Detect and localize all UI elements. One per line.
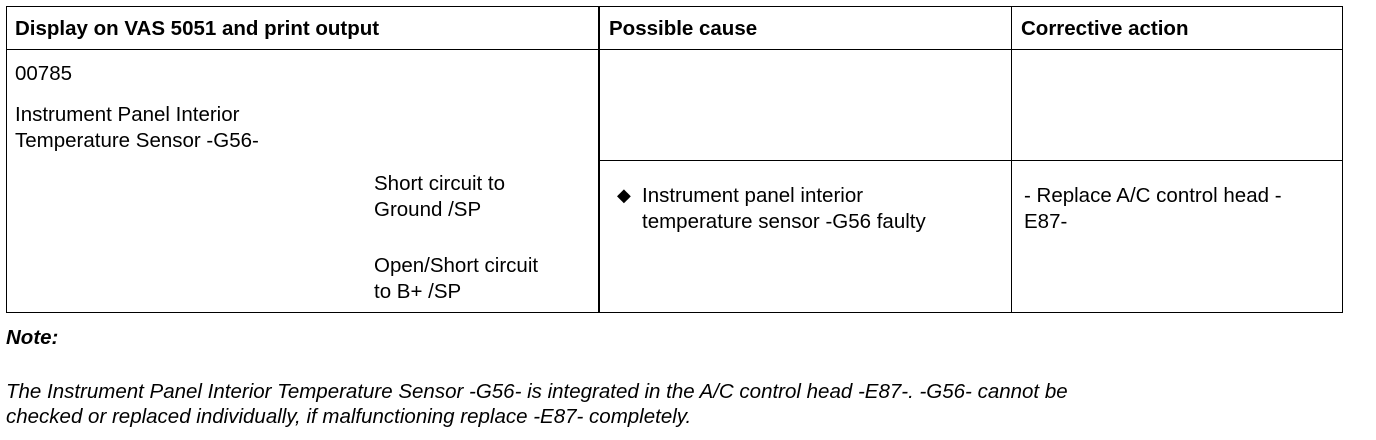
component-name-line2: Temperature Sensor -G56- (15, 129, 259, 152)
header-possible-cause: Possible cause (609, 17, 758, 40)
column-divider-1 (598, 6, 600, 313)
note-line2: checked or replaced individually, if mal… (6, 405, 692, 428)
action-line1: - Replace A/C control head - (1024, 184, 1282, 207)
note-body: The Instrument Panel Interior Temperatur… (6, 379, 1336, 429)
table-left-border (6, 6, 7, 313)
symptom-short-ground-line1: Short circuit to (374, 172, 506, 195)
symptom-short-ground-line2: Ground /SP (374, 198, 482, 221)
note-line1: The Instrument Panel Interior Temperatur… (6, 380, 1068, 403)
component-name-line1: Instrument Panel Interior (15, 103, 240, 126)
header-display: Display on VAS 5051 and print output (15, 17, 380, 40)
cause-line2: temperature sensor -G56 faulty (642, 210, 926, 233)
table-bottom-border (6, 312, 1343, 313)
row-divider (599, 160, 1343, 161)
cause-line1: Instrument panel interior (642, 184, 864, 207)
table-top-border (6, 6, 1343, 7)
diamond-bullet-icon: ◆ (617, 185, 631, 205)
symptom-open-short-line1: Open/Short circuit (374, 254, 539, 277)
header-corrective-action: Corrective action (1021, 17, 1189, 40)
symptom-open-short-line2: to B+ /SP (374, 280, 462, 303)
note-title: Note: (6, 326, 59, 349)
column-divider-2 (1011, 6, 1012, 313)
header-bottom-border (6, 49, 1343, 50)
fault-code: 00785 (15, 62, 73, 85)
table-right-border (1342, 6, 1343, 313)
action-line2: E87- (1024, 210, 1068, 233)
